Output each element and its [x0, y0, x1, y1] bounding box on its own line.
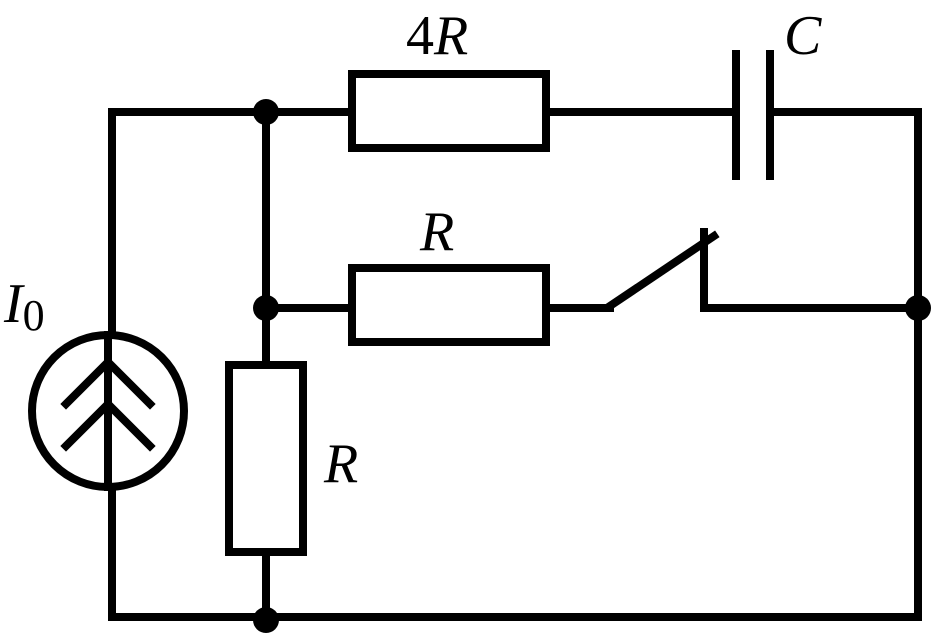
label-i0-subscript: 0	[23, 291, 45, 340]
resistor-4r	[348, 70, 550, 152]
current-source-arrow-lower	[60, 398, 156, 452]
node-middle	[253, 295, 279, 321]
wire-top-right	[766, 108, 922, 621]
wires	[108, 108, 922, 621]
switch-open	[604, 228, 720, 312]
node-top	[253, 99, 279, 125]
label-4r-coefficient: 4	[406, 5, 434, 67]
switch-blade	[604, 230, 720, 312]
label-r-vertical: R	[323, 433, 358, 495]
label-4r-symbol: R	[433, 5, 468, 67]
label-c: C	[784, 5, 822, 67]
resistor-r-middle	[348, 264, 550, 346]
resistor-r-vertical	[225, 361, 307, 556]
label-r-middle: R	[419, 201, 454, 263]
label-i0-symbol: I	[3, 273, 25, 335]
wire-switch-to-right	[700, 236, 922, 312]
junction-nodes	[253, 99, 931, 633]
label-4r: 4R	[406, 5, 468, 67]
node-right	[905, 295, 931, 321]
node-bottom	[253, 607, 279, 633]
current-source-i0	[28, 331, 188, 491]
capacitor-c	[732, 50, 774, 180]
label-i0: I0	[3, 273, 45, 340]
current-source-arrow-upper	[60, 356, 156, 410]
